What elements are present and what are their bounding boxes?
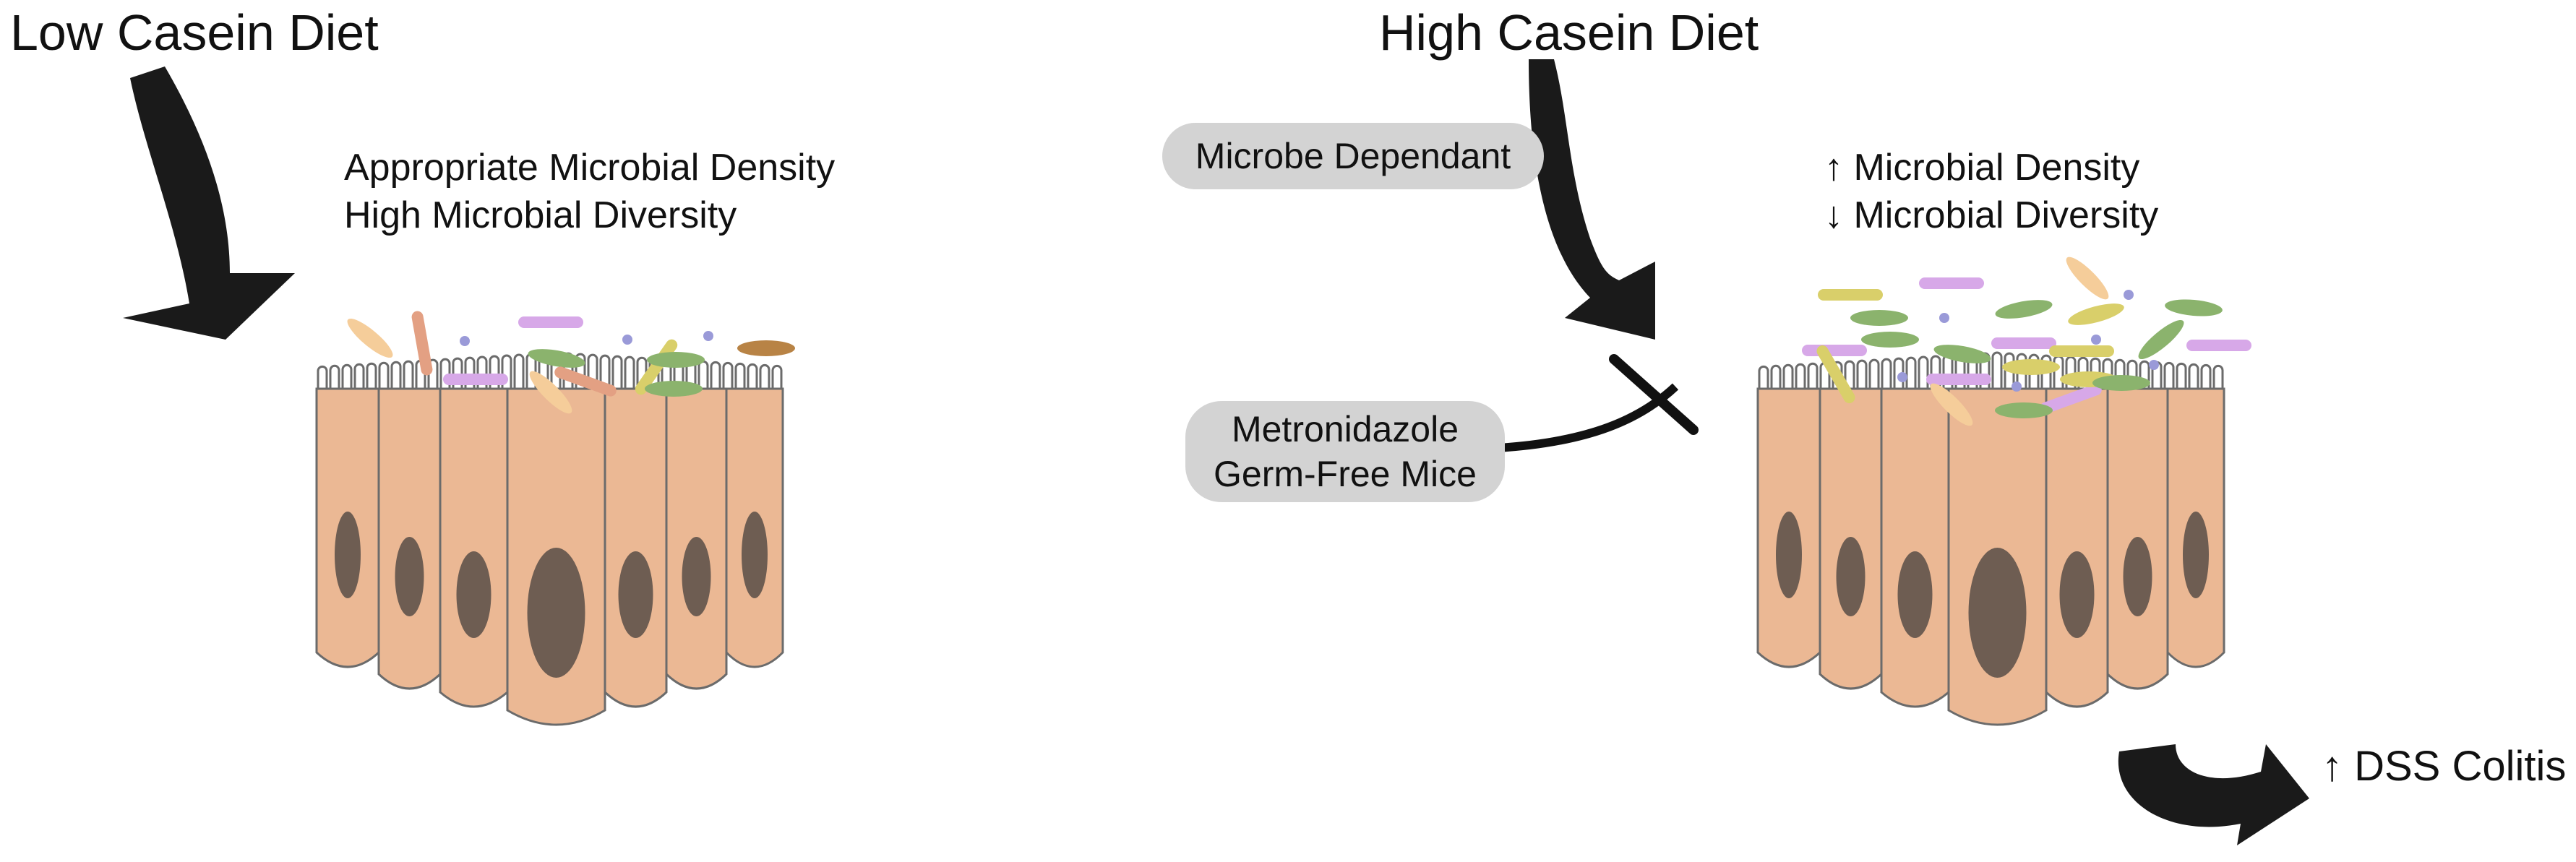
microbe: [1995, 402, 2053, 418]
epithelial-cell: [1880, 387, 1950, 708]
microbe: [2049, 345, 2114, 357]
microbe: [1995, 300, 2053, 319]
microbe: [1850, 310, 1908, 326]
microbe: [554, 366, 617, 397]
dss-colitis-arrow: [2118, 744, 2309, 845]
microbe: [2138, 319, 2184, 360]
low-diversity-label: High Microbial Diversity: [344, 194, 737, 236]
microbe: [1939, 313, 1949, 323]
high-diversity-label: ↓ Microbial Diversity: [1824, 194, 2159, 236]
microbe: [1991, 337, 2056, 349]
microbe: [347, 318, 393, 358]
microbe: [2124, 290, 2134, 300]
microbe: [2186, 340, 2251, 351]
germ-free-label: Germ-Free Mice: [1214, 454, 1477, 494]
microbe: [460, 336, 470, 346]
high-casein-microbes: [1802, 257, 2251, 426]
low-density-label: Appropriate Microbial Density: [344, 147, 836, 189]
cell-nucleus: [2123, 537, 2152, 616]
cell-nucleus: [1968, 548, 2027, 678]
microbe: [2066, 257, 2109, 300]
metronidazole-label: Metronidazole: [1231, 408, 1459, 449]
microbe: [2092, 375, 2150, 391]
cell-nucleus: [527, 548, 585, 678]
microbe: [2091, 335, 2101, 345]
epithelial-cell: [604, 387, 668, 708]
cell-nucleus: [335, 512, 361, 598]
metronidazole-pill: Metronidazole Germ-Free Mice: [1185, 401, 1505, 502]
microbe: [1802, 345, 1867, 356]
low-casein-title: Low Casein Diet: [10, 4, 379, 61]
dss-colitis-label: ↑ DSS Colitis: [2322, 743, 2567, 790]
cell-nucleus: [2059, 551, 2095, 638]
microbe: [443, 374, 508, 385]
high-density-label: ↑ Microbial Density: [1824, 147, 2140, 189]
microbe: [622, 335, 632, 345]
microbe: [1919, 277, 1984, 289]
microbe: [2040, 384, 2102, 414]
microbe: [645, 381, 703, 397]
cell-nucleus: [1776, 512, 1802, 598]
high-casein-arrow: [1529, 59, 1655, 340]
cell-nucleus: [1897, 551, 1933, 638]
low-casein-epithelium: [315, 351, 784, 726]
microbe: [1818, 289, 1883, 301]
cell-nucleus: [618, 551, 653, 638]
microbe: [1930, 383, 1973, 426]
microbe: [737, 340, 795, 356]
microbe: [1926, 374, 1991, 385]
microbe: [2068, 303, 2124, 325]
inhibition-bar: [1609, 354, 1699, 435]
cell-nucleus: [1836, 537, 1866, 616]
cell-nucleus: [2183, 512, 2209, 598]
microbe: [411, 311, 433, 376]
high-casein-title: High Casein Diet: [1379, 4, 1759, 61]
microbe: [2165, 299, 2223, 316]
microbe: [528, 349, 585, 368]
cell-nucleus: [456, 551, 491, 638]
cell-nucleus: [395, 537, 424, 616]
microbe: [2149, 360, 2159, 370]
epithelial-cell: [2045, 387, 2109, 708]
microbe: [1861, 332, 1919, 348]
microbe: [518, 316, 583, 328]
microbe: [529, 371, 572, 414]
microbe: [2002, 359, 2060, 375]
microbe-dependant-pill: Microbe Dependant: [1162, 123, 1544, 189]
microbe: [1816, 345, 1855, 404]
cell-nucleus: [742, 512, 768, 598]
microbe: [2012, 382, 2022, 392]
microbe: [1933, 345, 1991, 363]
microbe: [1897, 372, 1907, 382]
epithelial-cell: [439, 387, 509, 708]
microbe: [703, 331, 713, 341]
high-casein-epithelium: [1756, 351, 2225, 726]
microbe: [647, 352, 705, 368]
cell-nucleus: [682, 537, 711, 616]
low-casein-microbes: [347, 311, 795, 414]
low-casein-arrow: [123, 66, 295, 340]
microbe-dependant-label: Microbe Dependant: [1195, 135, 1511, 176]
